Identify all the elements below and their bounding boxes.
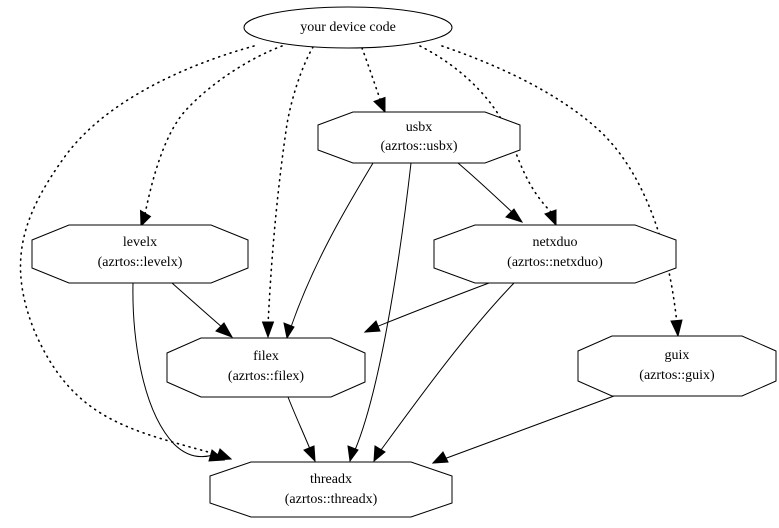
node-usbx[interactable]: usbx (azrtos::usbx) [317,111,521,164]
node-your-device-code[interactable]: your device code [243,6,453,49]
edge-device-to-netxduo [419,45,557,227]
edge-netxduo-to-filex [363,282,490,333]
node-netxduo-shape[interactable] [433,224,677,284]
node-netxduo[interactable]: netxduo (azrtos::netxduo) [433,224,677,284]
node-usbx-label-name: usbx [406,120,432,135]
node-guix[interactable]: guix (azrtos::guix) [577,335,777,397]
node-levelx[interactable]: levelx (azrtos::levelx) [31,224,249,284]
edge-levelx-to-threadx [132,282,226,462]
node-your-device-code-shape[interactable] [243,6,453,49]
node-guix-label-name: guix [665,348,690,363]
nodes-layer: your device code usbx (azrtos::usbx) lev… [31,6,777,518]
node-filex[interactable]: filex (azrtos::filex) [166,337,366,398]
node-guix-label-namespace: (azrtos::guix) [639,368,715,383]
node-levelx-label-namespace: (azrtos::levelx) [98,255,183,270]
edge-usbx-to-threadx [347,162,412,463]
node-threadx-label-name: threadx [310,472,352,487]
edge-device-to-levelx [139,45,283,228]
edge-netxduo-to-threadx [373,282,515,463]
edge-device-to-filex [261,46,314,339]
node-threadx-shape[interactable] [209,461,453,518]
edge-device-to-usbx [361,47,386,114]
node-your-device-code-label: your device code [300,20,396,35]
node-levelx-label-name: levelx [123,235,157,250]
node-filex-label-namespace: (azrtos::filex) [228,369,305,384]
node-filex-shape[interactable] [166,337,366,398]
edge-usbx-to-netxduo [457,162,524,223]
node-filex-label-name: filex [253,349,279,364]
edges-layer [19,45,683,464]
node-guix-shape[interactable] [577,335,777,397]
edge-filex-to-threadx [287,396,316,463]
node-usbx-shape[interactable] [317,111,521,164]
node-levelx-shape[interactable] [31,224,249,284]
node-threadx-label-namespace: (azrtos::threadx) [285,492,378,507]
edge-levelx-to-filex [171,282,234,338]
node-threadx[interactable]: threadx (azrtos::threadx) [209,461,453,518]
node-usbx-label-namespace: (azrtos::usbx) [381,139,458,154]
node-netxduo-label-namespace: (azrtos::netxduo) [507,255,603,270]
edge-guix-to-threadx [431,395,615,464]
node-netxduo-label-name: netxduo [532,235,577,250]
edge-usbx-to-filex [283,162,374,340]
